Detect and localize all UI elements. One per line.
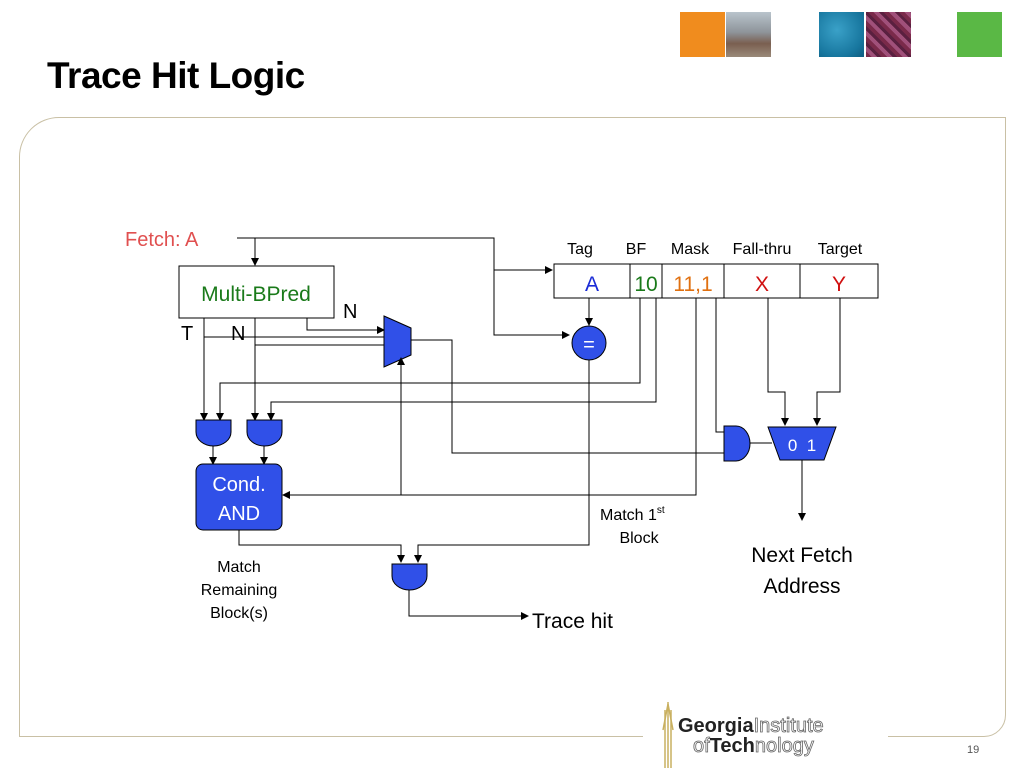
- page-number: 19: [967, 744, 980, 756]
- header-green-square: [957, 12, 1002, 57]
- next-fetch-line1: Next Fetch: [751, 544, 853, 567]
- mux-wires: [397, 339, 724, 495]
- match-remaining-line1: Match: [217, 559, 261, 576]
- table-header-tag: Tag: [567, 241, 593, 258]
- tower-icon: [662, 702, 674, 768]
- cond-and-line2: AND: [218, 503, 260, 525]
- match-first-line2: Block: [619, 530, 659, 547]
- bpred-mux: [383, 315, 412, 368]
- logo-line2: ofTechnology: [693, 735, 814, 757]
- logo-line1: GeorgiaInstitute: [678, 715, 824, 737]
- trace-hit-label: Trace hit: [532, 610, 613, 633]
- bpred-wires: [200, 318, 385, 421]
- match-first-label: Match 1st: [600, 505, 665, 524]
- slide-title: Trace Hit Logic: [47, 55, 305, 96]
- t-label: T: [181, 323, 193, 345]
- header-blue-square: [819, 12, 864, 57]
- content-frame: [19, 117, 1006, 737]
- next-fetch-line2: Address: [763, 575, 840, 598]
- n-label-left: N: [231, 323, 245, 345]
- table-header-fall-thru: Fall-thru: [733, 241, 792, 258]
- fetch-wires: [237, 237, 570, 339]
- table-header-mask: Mask: [671, 241, 710, 258]
- table-value-fall-thru: X: [755, 273, 769, 296]
- trace-cache-table: Tag BF Mask Fall-thru Target A 10 11,1 X…: [553, 241, 879, 299]
- fetch-label: Fetch: A: [125, 229, 199, 251]
- next-fetch-mux-label: 0 1: [788, 436, 816, 455]
- table-wires: [216, 298, 841, 563]
- fallthru-select-and-gate: [723, 425, 751, 462]
- multi-bpred-label: Multi-BPred: [201, 283, 311, 306]
- comparator-symbol: =: [583, 334, 595, 356]
- n-label-mux: N: [343, 301, 357, 323]
- header-orange-square: [680, 12, 725, 57]
- header-circuit-photo: [866, 12, 911, 57]
- georgia-tech-logo: GeorgiaInstitute ofTechnology: [643, 700, 888, 768]
- header-campus-photo: [726, 12, 771, 57]
- table-header-bf: BF: [626, 241, 647, 258]
- multi-bpred-box: [178, 265, 335, 319]
- table-value-tag: A: [585, 273, 599, 296]
- table-value-target: Y: [832, 273, 846, 296]
- cond-and-line1: Cond.: [212, 474, 265, 496]
- and-gate-not-taken: [246, 419, 283, 447]
- match-remaining-line3: Block(s): [210, 605, 268, 622]
- and-gate-taken: [195, 419, 232, 447]
- table-value-bf: 10: [634, 273, 657, 296]
- trace-hit-and-gate: [391, 563, 428, 591]
- match-remaining-line2: Remaining: [201, 582, 277, 599]
- table-value-mask: 11,1: [673, 273, 712, 296]
- next-fetch-mux: [767, 426, 837, 461]
- table-header-target: Target: [818, 241, 863, 258]
